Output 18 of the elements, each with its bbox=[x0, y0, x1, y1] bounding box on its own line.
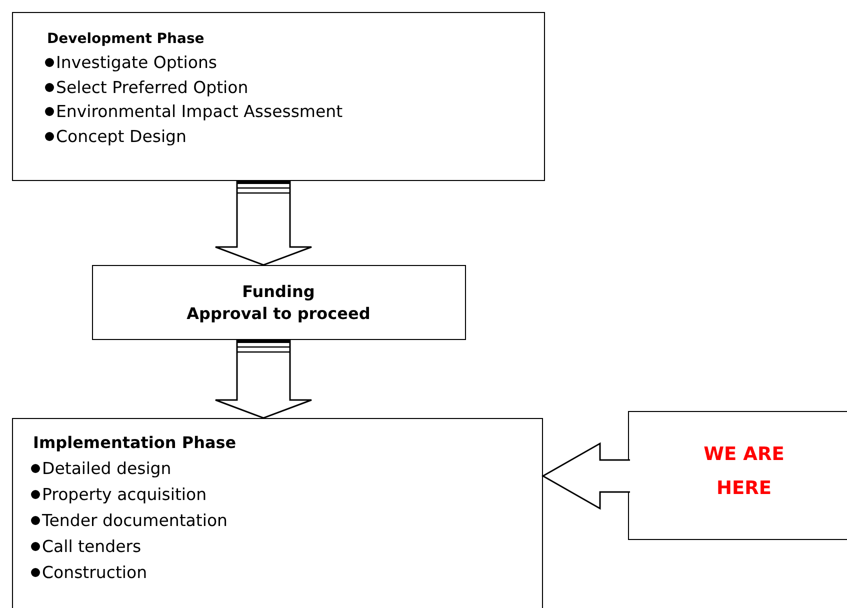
process-box bbox=[92, 265, 466, 340]
callout-text: WE ARE HERE bbox=[702, 443, 786, 501]
list-item: Construction bbox=[42, 563, 148, 582]
phase-box bbox=[12, 418, 543, 608]
list-item: Call tenders bbox=[42, 537, 142, 556]
list-item: Property acquisition bbox=[42, 485, 207, 504]
phase-heading: Implementation Phase bbox=[33, 433, 236, 452]
box-label: Approval to proceed bbox=[186, 304, 372, 323]
list-item: Environmental Impact Assessment bbox=[56, 102, 343, 121]
list-item: Select Preferred Option bbox=[56, 78, 248, 96]
box-label: Funding bbox=[241, 282, 316, 301]
list-item: Concept Design bbox=[56, 126, 186, 146]
callout-box bbox=[628, 411, 847, 540]
list-item: Detailed design bbox=[42, 459, 172, 478]
phase-heading: Development Phase bbox=[47, 31, 204, 47]
list-item: Investigate Options bbox=[56, 53, 218, 72]
list-item: Tender documentation bbox=[42, 511, 228, 530]
phase-box bbox=[12, 12, 545, 181]
